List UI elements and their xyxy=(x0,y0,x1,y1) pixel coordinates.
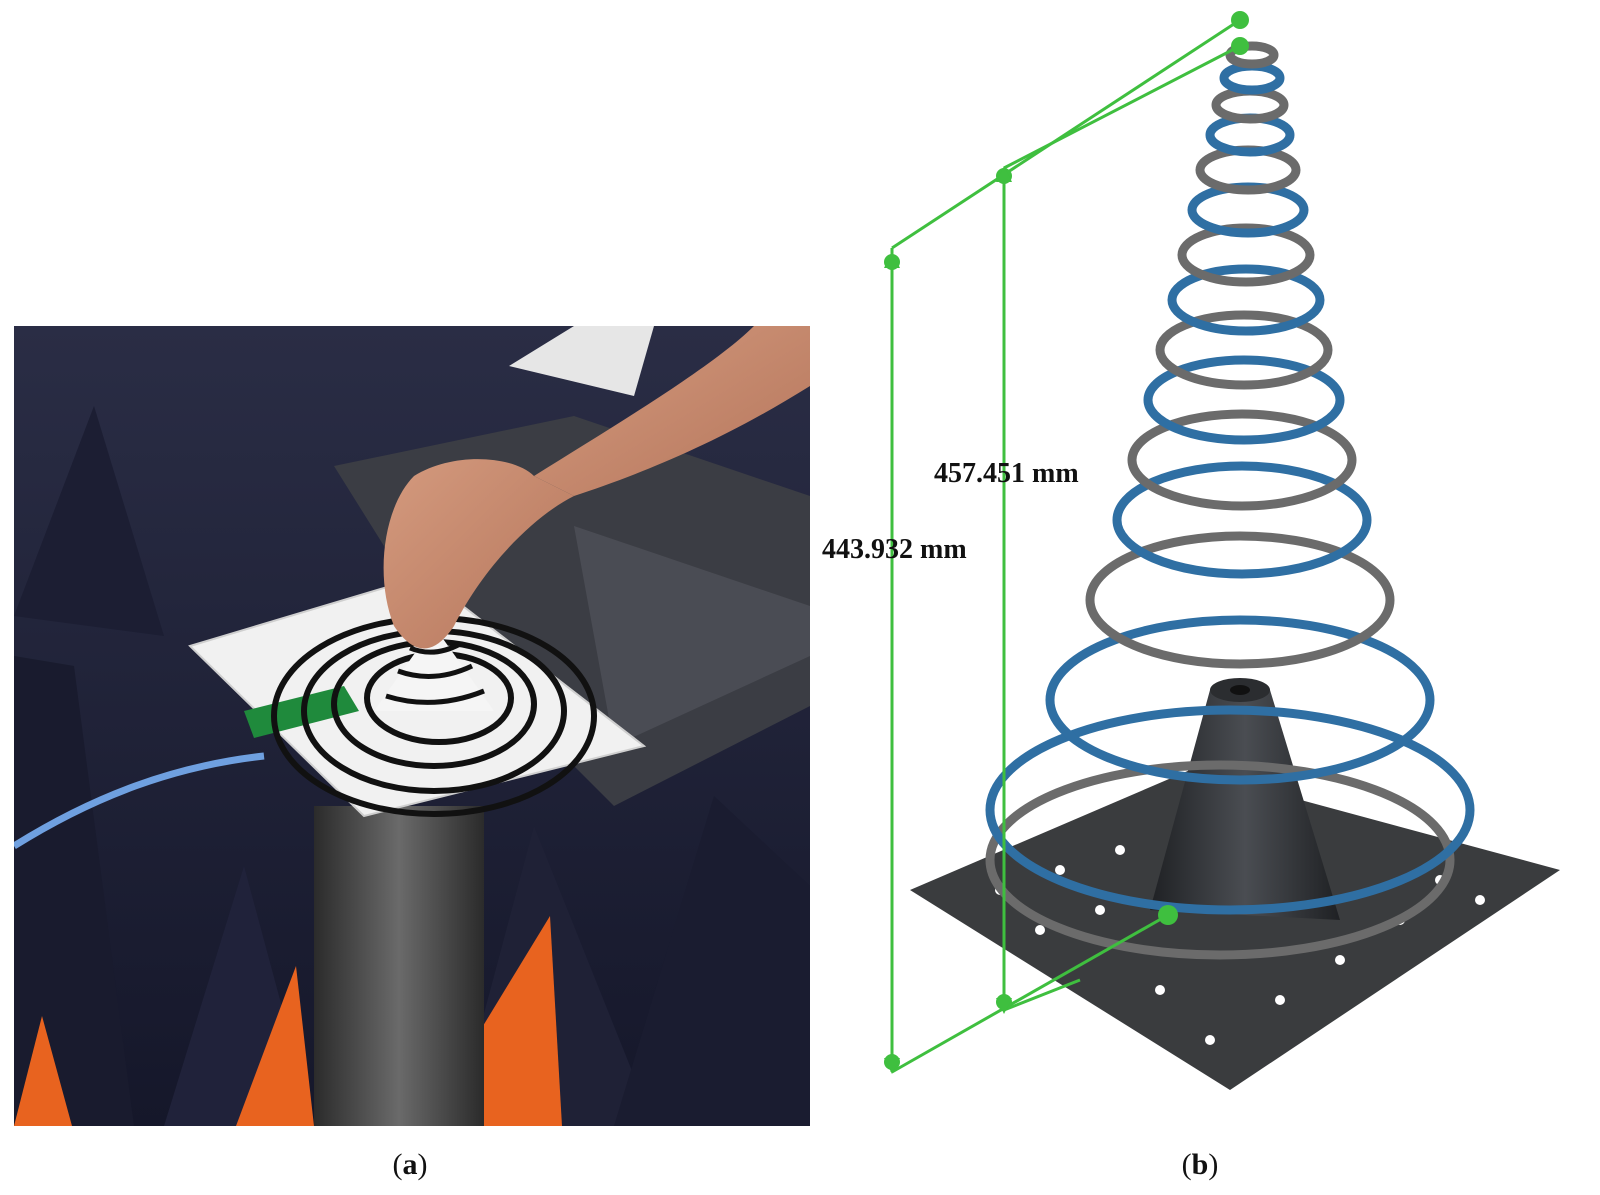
antenna-photo xyxy=(14,326,810,1126)
coax-cable xyxy=(14,752,265,849)
absorber-pyramid xyxy=(614,796,810,1126)
caption-b-close: ) xyxy=(1208,1148,1219,1181)
absorber-pyramid xyxy=(14,406,164,636)
measurement-markers xyxy=(884,11,1249,1074)
caption-a: (a) xyxy=(350,1148,470,1182)
scan-panel-b xyxy=(880,0,1600,1130)
cone-former xyxy=(374,626,494,711)
caption-b-open: ( xyxy=(1181,1148,1192,1181)
caption-b: (b) xyxy=(1140,1148,1260,1182)
caption-a-close: ) xyxy=(417,1148,428,1181)
orange-absorber xyxy=(236,966,314,1126)
caption-a-letter: a xyxy=(402,1148,418,1181)
arm xyxy=(534,326,810,496)
scan-render xyxy=(884,11,1560,1090)
orange-absorber xyxy=(14,1016,72,1126)
photo-panel-a xyxy=(14,326,810,1126)
scan-cone xyxy=(1150,690,1340,920)
support-pole xyxy=(314,806,484,1126)
dimension-label-upper: 457.451 mm xyxy=(934,458,1079,489)
absorber-pyramid xyxy=(14,656,134,1126)
caption-b-letter: b xyxy=(1191,1148,1209,1181)
background-object xyxy=(509,326,654,396)
dimension-label-lower: 443.932 mm xyxy=(822,534,967,565)
measurement-lines xyxy=(890,18,1241,1074)
scan-base-plate xyxy=(910,770,1560,1090)
caption-a-open: ( xyxy=(392,1148,403,1181)
scan-spiral-coil xyxy=(985,41,1475,960)
hand xyxy=(383,459,574,649)
table-texture xyxy=(574,526,810,746)
